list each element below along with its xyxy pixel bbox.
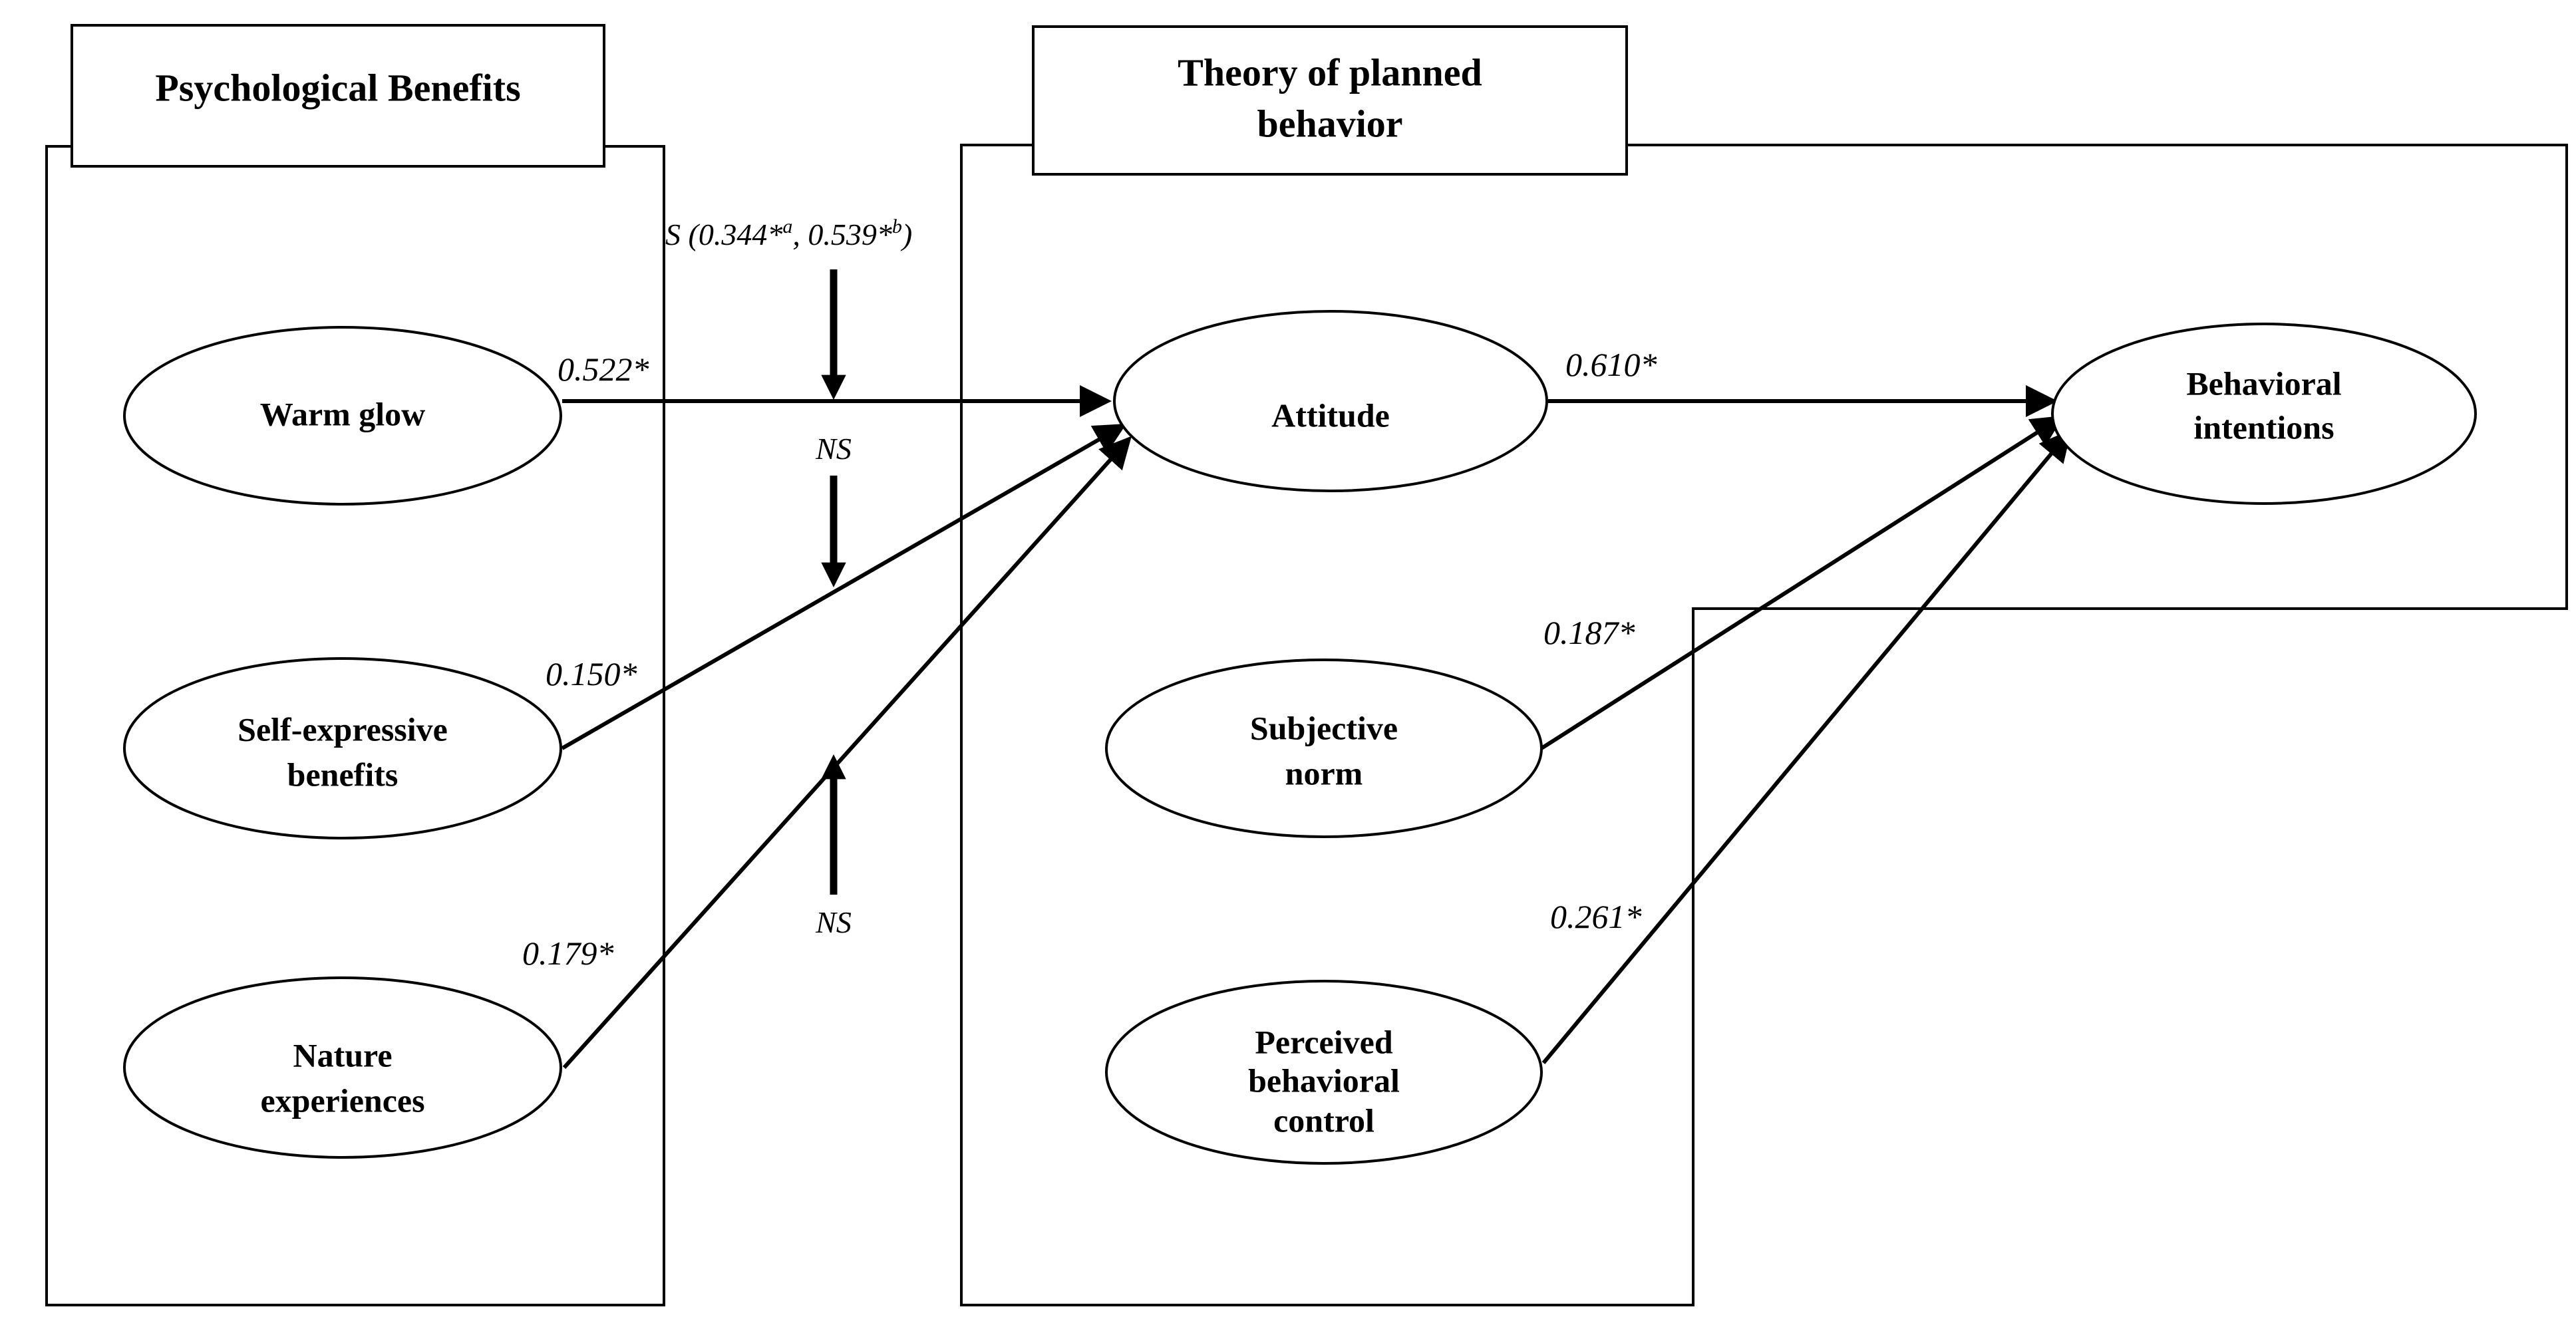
- node-subjective-norm-label-line2: norm: [1285, 754, 1363, 792]
- node-nature-experiences: Nature experiences: [123, 976, 562, 1159]
- node-attitude-label: Attitude: [1271, 396, 1390, 434]
- path-pbc-to-intentions: [1541, 429, 2072, 1064]
- theory-of-planned-behavior-label-line1: Theory of planned: [1178, 51, 1482, 94]
- coef-pbc-to-intentions: 0.261*: [1550, 898, 1642, 935]
- coef-warm-glow-to-attitude: 0.522*: [558, 351, 649, 388]
- path-subjective-norm-to-intentions: [1540, 415, 2064, 750]
- node-behavioral-intentions-label-line2: intentions: [2193, 408, 2334, 446]
- theory-of-planned-behavior-label-line2: behavior: [1257, 102, 1402, 145]
- node-subjective-norm-label-line1: Subjective: [1250, 709, 1398, 746]
- path-nature-to-attitude: [562, 436, 1132, 1070]
- node-behavioral-intentions: Behavioral intentions: [2051, 323, 2477, 505]
- node-self-expressive-label-line2: benefits: [287, 756, 399, 793]
- moderation-label-self-expressive: NS: [815, 432, 852, 466]
- coef-self-expressive-to-attitude: 0.150*: [546, 655, 637, 692]
- node-subjective-norm: Subjective norm: [1105, 659, 1543, 838]
- psychological-benefits-title: Psychological Benefits: [71, 24, 605, 168]
- coef-nature-to-attitude: 0.179*: [522, 935, 614, 972]
- node-perceived-behavioral-control: Perceived behavioral control: [1105, 980, 1543, 1165]
- psychological-benefits-label: Psychological Benefits: [155, 66, 520, 109]
- node-behavioral-intentions-label-line1: Behavioral: [2186, 365, 2341, 402]
- theory-of-planned-behavior-title: Theory of planned behavior: [1032, 25, 1628, 176]
- moderation-label-nature: NS: [815, 905, 852, 939]
- node-warm-glow: Warm glow: [123, 326, 562, 506]
- node-pbc-label-line1: Perceived: [1255, 1023, 1392, 1060]
- node-self-expressive-label-line1: Self-expressive: [238, 710, 448, 748]
- node-nature-label-line1: Nature: [293, 1036, 392, 1074]
- theory-of-planned-behavior-frame: [960, 144, 2568, 1306]
- coef-norm-to-intentions: 0.187*: [1543, 614, 1635, 651]
- node-nature-label-line2: experiences: [260, 1082, 424, 1119]
- node-warm-glow-label: Warm glow: [260, 395, 426, 432]
- node-pbc-label-line2: behavioral: [1248, 1062, 1400, 1099]
- node-self-expressive-benefits: Self-expressive benefits: [123, 657, 562, 839]
- node-pbc-label-line3: control: [1273, 1102, 1374, 1139]
- coef-attitude-to-intentions: 0.610*: [1565, 346, 1657, 383]
- node-attitude: Attitude: [1113, 310, 1548, 492]
- moderation-label-warm-glow: S (0.344*a, 0.539*b): [665, 216, 912, 251]
- path-self-expressive-to-attitude: [561, 424, 1127, 750]
